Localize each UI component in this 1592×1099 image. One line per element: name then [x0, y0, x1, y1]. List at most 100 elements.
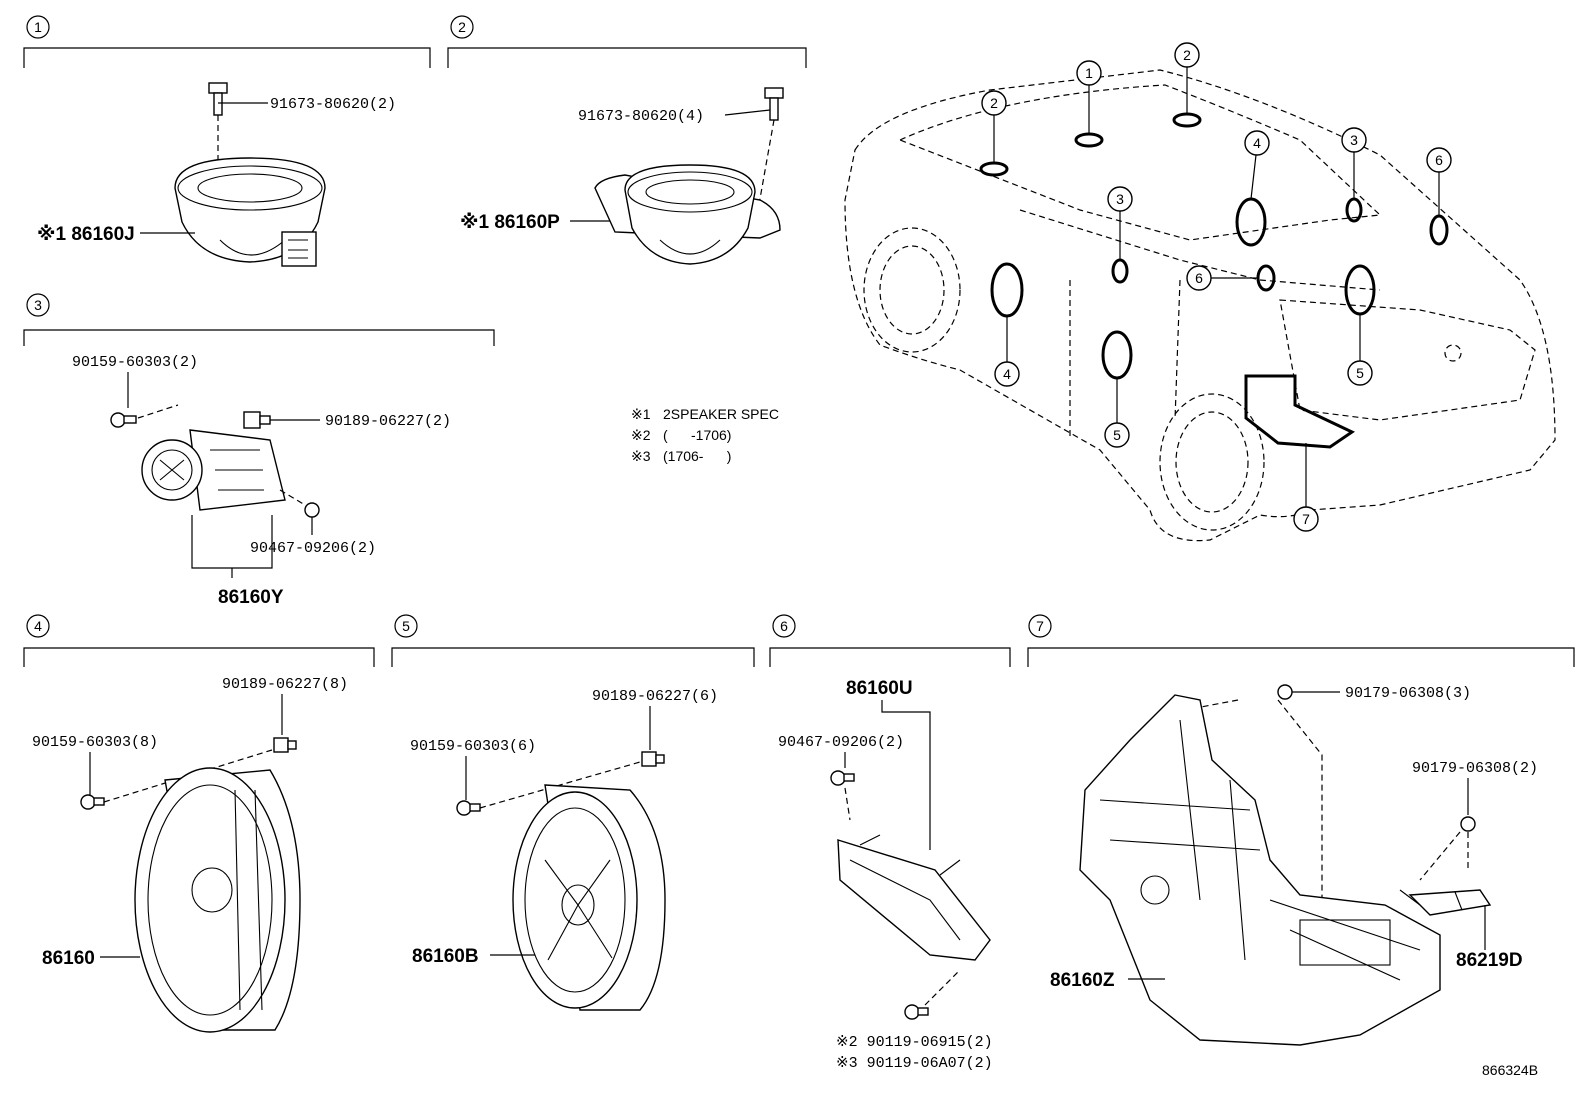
section-6: 6 86160U 90467-09206(2) ※2 90119-06915(2…	[769, 614, 1011, 1072]
svg-text:1: 1	[1085, 65, 1093, 81]
subwoofer-marker-7	[1244, 374, 1356, 449]
door-speaker-86160b	[512, 784, 666, 1011]
tweeter-bracket-86160y	[141, 429, 286, 511]
svg-text:7: 7	[1302, 511, 1310, 527]
speaker-marker-6-right	[1429, 214, 1449, 246]
section-3-fastener-2-label: 90189-06227(2)	[325, 413, 451, 430]
section-4-fastener-1-label: 90189-06227(8)	[222, 676, 348, 693]
vehicle-callout-7: 7	[1293, 506, 1319, 532]
section-3-part-label: 86160Y	[218, 587, 284, 608]
section-6-number: 6	[780, 618, 788, 634]
svg-text:2: 2	[990, 95, 998, 111]
section-5-number: 5	[402, 618, 410, 634]
section-2-fastener-label: 91673-80620(4)	[578, 108, 704, 125]
section-2-circle	[450, 15, 474, 39]
spec-notes: ※1 2SPEAKER SPEC ※2 ( -1706) ※3 (1706- )	[631, 406, 779, 464]
section-1-part-label: ※1 86160J	[37, 224, 135, 245]
section-5-part-label: 86160B	[412, 946, 479, 967]
section-6-fastener-2-label: ※2 90119-06915(2)	[836, 1034, 993, 1051]
section-1-circle	[26, 15, 50, 39]
section-5: 5 90189-06227(6) 90159-60303(6) 86160B	[391, 614, 755, 1011]
section-3-fastener-1-label: 90159-60303(2)	[72, 354, 198, 371]
section-1-fastener-label: 91673-80620(2)	[270, 96, 396, 113]
svg-text:6: 6	[1195, 270, 1203, 286]
vehicle-callout-4-left: 4	[994, 361, 1020, 387]
svg-text:4: 4	[1253, 135, 1261, 151]
vehicle-callout-3-left: 3	[1107, 186, 1133, 212]
rear-wheel	[1159, 393, 1265, 531]
section-4-bracket	[23, 647, 375, 667]
speaker-assembly-86160u	[837, 834, 991, 961]
clip-icon	[273, 737, 297, 753]
section-6-circle	[772, 614, 796, 638]
vehicle-callout-2-right: 2	[1174, 42, 1200, 68]
diagram-id-label: 866324B	[1482, 1062, 1538, 1078]
vehicle-callout-3-right: 3	[1341, 127, 1367, 153]
subwoofer-86160z	[1079, 694, 1441, 1046]
front-wheel	[863, 227, 961, 353]
bolt-icon	[208, 82, 228, 116]
section-4: 4 90189-06227(8) 90159-60303(8) 86160	[23, 614, 375, 1033]
section-3-bracket	[23, 329, 495, 346]
note-1-text: 2SPEAKER SPEC	[663, 406, 779, 422]
speaker-marker-4-left	[990, 262, 1024, 318]
section-5-fastener-1-label: 90189-06227(6)	[592, 688, 718, 705]
tweeter-speaker-86160j	[174, 157, 326, 267]
section-6-part-label: 86160U	[846, 678, 913, 699]
section-7-bracket	[1027, 647, 1575, 667]
svg-text:5: 5	[1356, 365, 1364, 381]
section-2-bracket	[447, 47, 807, 68]
vehicle-callout-5-left: 5	[1104, 422, 1130, 448]
section-7-part2-label: 86219D	[1456, 950, 1523, 971]
section-6-fastener-1-label: 90467-09206(2)	[778, 734, 904, 751]
nut-icon	[1277, 684, 1293, 700]
svg-text:6: 6	[1435, 152, 1443, 168]
nut-icon	[1460, 816, 1476, 832]
section-4-part-label: 86160	[42, 948, 95, 969]
section-2: 2 91673-80620(4) ※1 86160P	[447, 15, 807, 265]
door-speaker-86160	[134, 767, 301, 1033]
section-5-circle	[394, 614, 418, 638]
tweeter-speaker-86160p	[594, 164, 781, 265]
speaker-marker-3-left	[1111, 258, 1129, 284]
screw-icon	[80, 794, 105, 810]
screw-icon	[830, 770, 855, 786]
svg-text:3: 3	[1350, 132, 1358, 148]
svg-text:3: 3	[1116, 191, 1124, 207]
vehicle-callout-2-left: 2	[981, 90, 1007, 116]
vehicle-callout-6-left: 6	[1186, 265, 1212, 291]
section-7-fastener-2-label: 90179-06308(2)	[1412, 760, 1538, 777]
clip-icon	[641, 751, 665, 767]
section-2-number: 2	[458, 19, 466, 35]
note-2-text: ( -1706)	[663, 427, 731, 443]
svg-text:5: 5	[1113, 427, 1121, 443]
section-3-number: 3	[34, 297, 42, 313]
section-1: 1 91673-80620(2) ※1 86160J	[23, 15, 431, 267]
section-7: 7 90179-06308(3) 90179-06308(2) 86160Z 8…	[1027, 614, 1575, 1046]
vehicle-callout-6-right: 6	[1426, 147, 1452, 173]
section-7-number: 7	[1036, 618, 1044, 634]
vehicle-callout-1: 1	[1076, 60, 1102, 86]
section-7-fastener-1-label: 90179-06308(3)	[1345, 685, 1471, 702]
section-4-number: 4	[34, 618, 42, 634]
section-3-circle	[26, 293, 50, 317]
speaker-marker-5-right	[1344, 264, 1376, 316]
section-4-circle	[26, 614, 50, 638]
section-5-bracket	[391, 647, 755, 667]
vehicle-overview: 1 2 2 3 3 4 4 5	[844, 42, 1556, 542]
vehicle-body-outline	[844, 69, 1556, 542]
screw-icon	[456, 800, 481, 816]
speaker-marker-2-right	[1172, 112, 1202, 128]
bracket-86219d	[1399, 889, 1492, 916]
screw-icon	[304, 502, 320, 518]
speaker-marker-6-left	[1256, 264, 1276, 292]
speaker-marker-5-left	[1101, 330, 1133, 380]
section-3: 3 90159-60303(2) 90189-06227(2) 90467-09…	[23, 293, 495, 608]
svg-text:2: 2	[1183, 47, 1191, 63]
section-6-bracket	[769, 647, 1011, 667]
screw-icon	[904, 1004, 929, 1020]
speaker-marker-2-left	[979, 161, 1009, 177]
section-5-fastener-2-label: 90159-60303(6)	[410, 738, 536, 755]
section-7-part-label: 86160Z	[1050, 970, 1115, 991]
